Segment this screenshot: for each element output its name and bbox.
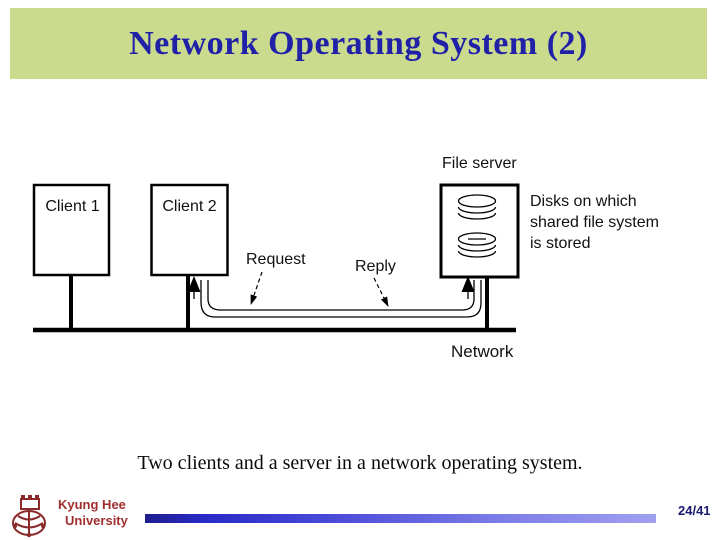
- footer-progress-bar: [145, 514, 656, 523]
- request-label: Request: [246, 251, 306, 268]
- university-name-line1: Kyung Hee: [58, 497, 126, 512]
- client2-label: Client 2: [162, 198, 217, 215]
- client1-box: [32, 183, 111, 277]
- reply-path: [200, 280, 482, 318]
- disk-icon: [457, 194, 497, 220]
- disks-note-line: shared file system: [530, 214, 659, 231]
- slide-caption: Two clients and a server in a network op…: [137, 452, 583, 474]
- university-crest-icon: [12, 495, 46, 538]
- disks-note-line: Disks on which: [530, 193, 637, 210]
- network-label: Network: [451, 342, 514, 361]
- disks-note: Disks on which shared file system is sto…: [530, 191, 659, 254]
- disks-note-line: is stored: [530, 235, 591, 252]
- request-path: [207, 280, 475, 311]
- slide-title-bar: Network Operating System (2): [10, 8, 707, 79]
- reply-leader-line: [373, 277, 389, 307]
- page-indicator: 24/41: [678, 503, 711, 518]
- request-arrowhead-icon: [461, 276, 475, 299]
- reply-label: Reply: [355, 258, 396, 275]
- disk-icon: [457, 232, 497, 258]
- file-server-box: [439, 183, 520, 279]
- client2-box: [150, 183, 229, 277]
- client1-label: Client 1: [45, 198, 100, 215]
- request-leader-line: [250, 271, 263, 305]
- university-name: Kyung Hee University: [58, 497, 128, 529]
- university-name-line2: University: [65, 513, 128, 528]
- reply-arrowhead-icon: [187, 276, 201, 299]
- slide-title: Network Operating System (2): [129, 24, 588, 62]
- file-server-label: File server: [442, 155, 517, 172]
